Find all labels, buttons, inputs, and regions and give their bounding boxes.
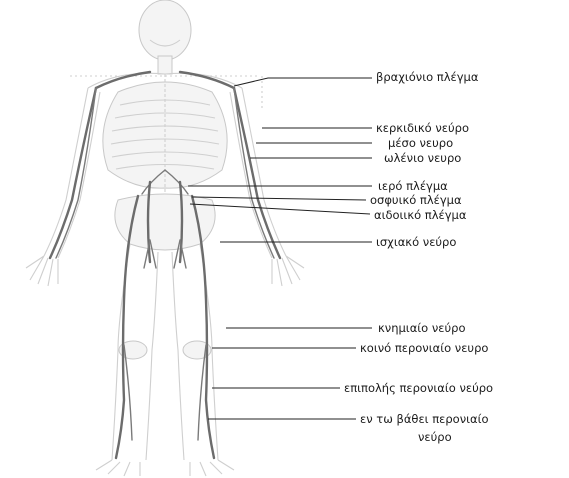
right-arm-nerve bbox=[234, 88, 280, 258]
left-foot bbox=[96, 460, 140, 476]
label-superficial-peroneal-nerve: επιπολής περονιαίο νεύρο bbox=[344, 381, 493, 395]
right-hand bbox=[272, 256, 304, 286]
label-sciatic-nerve: ισχιακό νεύρο bbox=[376, 235, 456, 249]
label-lumbar-plexus: οσφυικό πλέγμα bbox=[370, 193, 462, 207]
label-pudendal-plexus: αιδοιικό πλέγμα bbox=[374, 208, 467, 222]
label-radial-nerve: κερκιδικό νεύρο bbox=[376, 121, 469, 135]
cervical-spine bbox=[158, 56, 172, 74]
label-tibial-nerve: κνημιαίο νεύρο bbox=[378, 321, 466, 335]
right-foot bbox=[190, 460, 234, 476]
skeleton-figure bbox=[26, 0, 304, 476]
skull bbox=[139, 0, 191, 60]
label-common-peroneal-nerve: κοινό περονιαίο νευρο bbox=[360, 341, 488, 355]
labels: βραχιόνιο πλέγμα κερκιδικό νεύρο μέσο νε… bbox=[344, 70, 493, 444]
left-hand bbox=[26, 256, 58, 286]
label-deep-peroneal-nerve-line2: νεύρο bbox=[418, 430, 452, 444]
label-median-nerve: μέσο νευρο bbox=[388, 136, 453, 150]
label-ulnar-nerve: ωλένιο νευρο bbox=[384, 151, 461, 165]
label-sacral-plexus: ιερό πλέγμα bbox=[378, 179, 448, 193]
left-arm-nerve bbox=[50, 88, 96, 258]
label-brachial-plexus: βραχιόνιο πλέγμα bbox=[376, 70, 479, 84]
label-deep-peroneal-nerve-line1: εν τω βάθει περονιαίο bbox=[360, 412, 489, 426]
